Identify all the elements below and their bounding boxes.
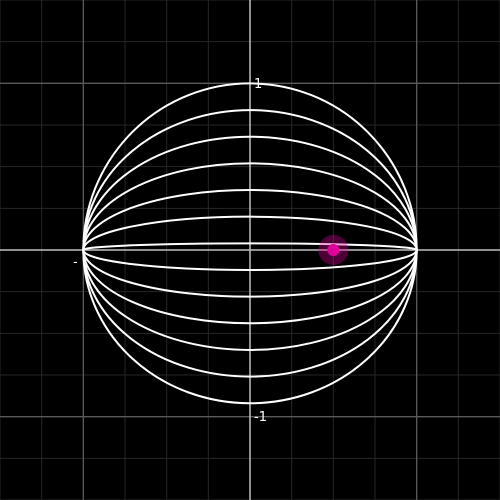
y-tick-label-top: 1 bbox=[254, 77, 262, 92]
curve-lower-7 bbox=[82, 249, 418, 271]
curve-upper-5 bbox=[82, 215, 418, 251]
curve-upper-3 bbox=[82, 162, 418, 251]
curve-lower-10 bbox=[82, 249, 418, 351]
curve-upper-4 bbox=[82, 189, 418, 251]
curve-upper-1 bbox=[82, 109, 418, 251]
y-tick-label-bottom: -1 bbox=[254, 410, 267, 425]
curve-lower-12 bbox=[82, 249, 418, 405]
curve-upper-2 bbox=[82, 135, 418, 251]
curve-lower-11 bbox=[82, 249, 418, 378]
curve-upper-0 bbox=[82, 82, 418, 251]
curve-lower-9 bbox=[82, 249, 418, 325]
curve-upper-6 bbox=[82, 242, 418, 251]
curve-family bbox=[82, 82, 418, 405]
x-tick-label-left: - bbox=[73, 255, 78, 270]
points[interactable] bbox=[318, 235, 349, 265]
curve-lower-8 bbox=[82, 249, 418, 298]
draggable-point[interactable] bbox=[327, 244, 340, 256]
